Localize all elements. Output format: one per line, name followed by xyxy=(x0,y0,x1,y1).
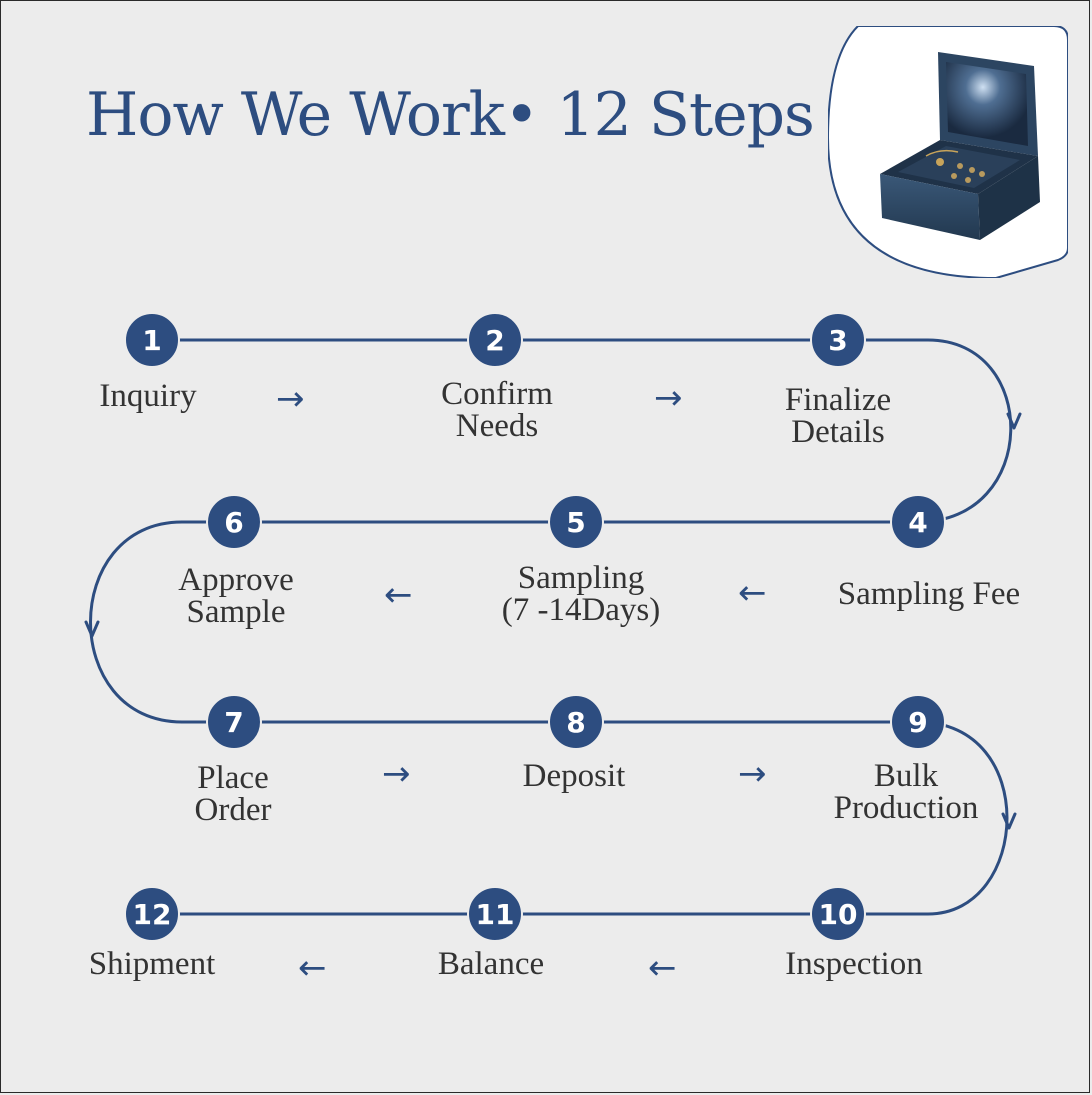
step-3-label-line1: Finalize xyxy=(784,382,892,418)
step-8-label-line1: Deposit xyxy=(522,758,626,794)
step-4-marker: 4 xyxy=(890,494,946,550)
step-3-label: Finalize Details xyxy=(784,382,892,450)
step-5-label-line1: Sampling xyxy=(517,560,645,596)
step-10-label-line1: Inspection xyxy=(785,946,923,982)
step-6-label-line1: Approve xyxy=(178,562,294,598)
step-9-marker: 9 xyxy=(890,694,946,750)
arrow-left-icon: ← xyxy=(384,575,413,615)
step-3-label-line2: Details xyxy=(791,414,885,450)
jewelry-box-image xyxy=(828,26,1068,278)
step-10-marker: 10 xyxy=(810,886,866,942)
step-1-label: Inquiry xyxy=(99,378,197,414)
step-11-label-line1: Balance xyxy=(437,946,545,982)
arrow-left-icon: ← xyxy=(738,573,767,613)
step-1-marker: 1 xyxy=(124,312,180,368)
step-9-label: Bulk Production xyxy=(833,758,979,826)
step-2-marker: 2 xyxy=(467,312,523,368)
step-8-marker: 8 xyxy=(548,694,604,750)
arrow-right-icon: → xyxy=(654,378,683,418)
step-6-label: Approve Sample xyxy=(178,562,294,630)
step-10-label: Inspection xyxy=(785,946,923,982)
step-5-label: Sampling (7 -14Days) xyxy=(501,560,661,628)
arrow-right-icon: → xyxy=(738,754,767,794)
step-12-label-line1: Shipment xyxy=(88,946,216,982)
step-12-label: Shipment xyxy=(88,946,216,982)
step-1-label-line1: Inquiry xyxy=(99,378,197,414)
page-title: How We Work• 12 Steps xyxy=(86,80,815,150)
step-6-marker: 6 xyxy=(206,494,262,550)
track-curve-left xyxy=(89,520,183,724)
step-2-label: Confirm Needs xyxy=(441,376,553,444)
step-9-label-line2: Production xyxy=(833,790,979,826)
step-7-label-line2: Order xyxy=(194,792,272,828)
step-3-marker: 3 xyxy=(810,312,866,368)
step-2-label-line2: Needs xyxy=(455,408,539,444)
step-4-label-line1: Sampling Fee xyxy=(837,576,1021,612)
track-curve-right-1 xyxy=(917,338,1013,524)
arrow-right-icon: → xyxy=(276,379,305,419)
step-11-marker: 11 xyxy=(467,886,523,942)
step-7-label-line1: Place xyxy=(197,760,269,796)
step-9-label-line1: Bulk xyxy=(873,758,939,794)
step-7-marker: 7 xyxy=(206,694,262,750)
step-5-marker: 5 xyxy=(548,494,604,550)
track-curve-right-2 xyxy=(917,720,1009,916)
arrow-right-icon: → xyxy=(382,754,411,794)
step-8-label: Deposit xyxy=(522,758,626,794)
step-6-label-line2: Sample xyxy=(186,594,286,630)
arrow-left-icon: ← xyxy=(298,948,327,988)
step-11-label: Balance xyxy=(437,946,545,982)
curve-arrowhead-2 xyxy=(84,620,100,638)
step-12-marker: 12 xyxy=(124,886,180,942)
curve-arrowhead-3 xyxy=(1001,812,1017,830)
arrow-left-icon: ← xyxy=(648,948,677,988)
curve-arrowhead-1 xyxy=(1006,412,1022,430)
step-7-label: Place Order xyxy=(194,760,272,828)
step-2-label-line1: Confirm xyxy=(441,376,553,412)
step-4-label: Sampling Fee xyxy=(837,576,1021,612)
step-5-label-line2: (7 -14Days) xyxy=(501,592,661,628)
